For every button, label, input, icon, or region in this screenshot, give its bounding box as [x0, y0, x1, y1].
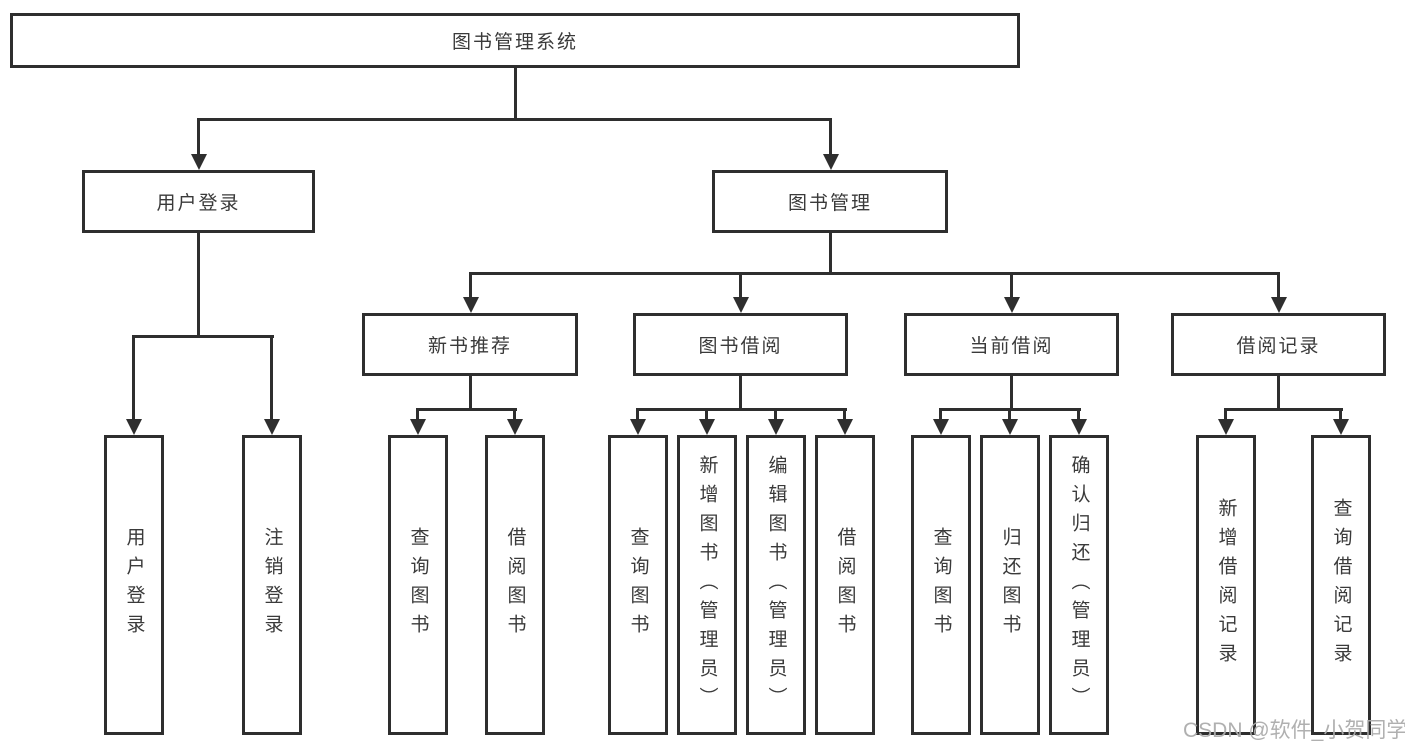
leaf-search-books-current: 查询图书 — [911, 435, 971, 735]
arrow-to-borrowing-records — [1277, 272, 1280, 298]
arrow-to-leaf-user-login — [132, 335, 135, 420]
leaf-add-borrow-record: 新增借阅记录 — [1196, 435, 1256, 735]
node-label: 图书管理 — [787, 193, 872, 214]
user-login-stem-line — [197, 233, 200, 335]
leaf-label: 新增借阅记录 — [1215, 498, 1237, 672]
leaf-borrow-books: 借阅图书 — [815, 435, 875, 735]
arrow-to-leaf-search-books-recommend — [416, 408, 419, 420]
leaf-add-books-admin: 新增图书（管理员） — [677, 435, 737, 735]
node-borrowing-records: 借阅记录 — [1171, 313, 1386, 376]
leaf-label: 新增图书（管理员） — [696, 454, 718, 716]
leaf-label: 确认归还（管理员） — [1068, 454, 1090, 716]
leaf-user-login: 用户登录 — [104, 435, 164, 735]
leaf-label: 查询图书 — [407, 527, 429, 643]
arrow-to-leaf-borrow-books-recommend — [513, 408, 516, 420]
root-stem-line — [514, 68, 517, 118]
node-book-borrowing: 图书借阅 — [633, 313, 848, 376]
leaf-confirm-return-admin: 确认归还（管理员） — [1049, 435, 1109, 735]
leaf-edit-books-admin: 编辑图书（管理员） — [746, 435, 806, 735]
arrow-to-leaf-confirm-return-admin — [1077, 408, 1080, 420]
arrow-to-leaf-search-borrow-record — [1339, 408, 1342, 420]
leaf-label: 查询借阅记录 — [1330, 498, 1352, 672]
arrow-to-new-book-recommend — [469, 272, 472, 298]
leaf-label: 借阅图书 — [504, 527, 526, 643]
node-current-borrowing: 当前借阅 — [904, 313, 1119, 376]
arrow-to-current-borrowing — [1010, 272, 1013, 298]
borrowing-records-stem-line — [1277, 376, 1280, 408]
arrow-to-book-borrowing — [739, 272, 742, 298]
arrow-to-leaf-borrow-books — [843, 408, 846, 420]
node-new-book-recommend: 新书推荐 — [362, 313, 578, 376]
arrow-to-book-management — [829, 118, 832, 155]
node-book-management: 图书管理 — [712, 170, 948, 233]
new-book-recommend-stem-line — [469, 376, 472, 408]
node-label: 用户登录 — [156, 193, 241, 214]
node-label: 图书借阅 — [698, 336, 783, 357]
leaf-logout: 注销登录 — [242, 435, 302, 735]
csdn-watermark: CSDN @软件_小贺同学 — [1183, 719, 1405, 742]
current-borrowing-stem-line — [1010, 376, 1013, 408]
node-label: 新书推荐 — [427, 336, 512, 357]
leaf-label: 用户登录 — [123, 527, 145, 643]
node-label: 当前借阅 — [969, 336, 1054, 357]
arrow-to-leaf-edit-books-admin — [774, 408, 777, 420]
leaf-label: 借阅图书 — [834, 527, 856, 643]
node-user-login: 用户登录 — [82, 170, 315, 233]
arrow-to-leaf-add-books-admin — [705, 408, 708, 420]
book-management-branch-line — [469, 272, 1280, 275]
leaf-label: 归还图书 — [999, 527, 1021, 643]
book-borrowing-stem-line — [739, 376, 742, 408]
leaf-search-borrow-record: 查询借阅记录 — [1311, 435, 1371, 735]
leaf-label: 编辑图书（管理员） — [765, 454, 787, 716]
leaf-label: 查询图书 — [930, 527, 952, 643]
node-label: 借阅记录 — [1236, 336, 1321, 357]
node-root-library-management-system: 图书管理系统 — [10, 13, 1020, 68]
book-management-stem-line — [829, 233, 832, 272]
leaf-label: 查询图书 — [627, 527, 649, 643]
leaf-borrow-books-recommend: 借阅图书 — [485, 435, 545, 735]
node-label: 图书管理系统 — [451, 32, 578, 53]
leaf-return-books: 归还图书 — [980, 435, 1040, 735]
arrow-to-leaf-logout — [270, 335, 273, 420]
borrowing-records-branch-line — [1225, 408, 1343, 411]
user-login-branch-line — [133, 335, 274, 338]
leaf-search-books-borrow: 查询图书 — [608, 435, 668, 735]
arrow-to-leaf-search-books-borrow — [636, 408, 639, 420]
new-book-recommend-branch-line — [417, 408, 517, 411]
leaf-label: 注销登录 — [261, 527, 283, 643]
arrow-to-leaf-return-books — [1008, 408, 1011, 420]
arrow-to-user-login — [197, 118, 200, 155]
arrow-to-leaf-add-borrow-record — [1224, 408, 1227, 420]
leaf-search-books-recommend: 查询图书 — [388, 435, 448, 735]
book-borrowing-branch-line — [637, 408, 847, 411]
arrow-to-leaf-search-books-current — [939, 408, 942, 420]
root-branch-line — [197, 118, 831, 121]
